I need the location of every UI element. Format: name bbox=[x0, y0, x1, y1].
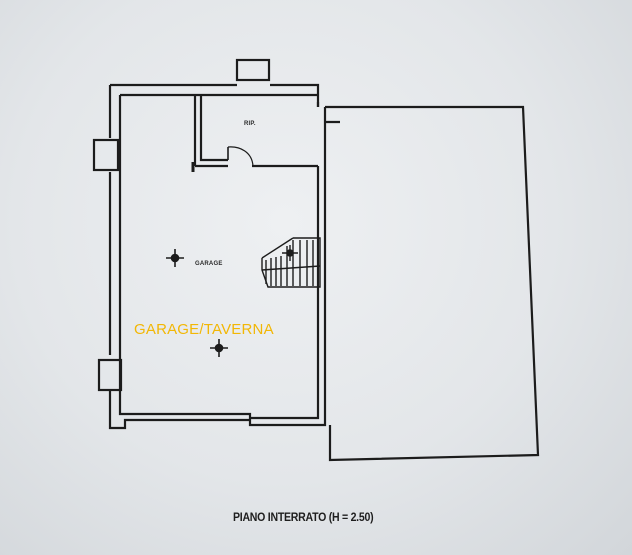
garage-room-label: GARAGE bbox=[195, 261, 223, 267]
staircase bbox=[261, 237, 321, 288]
main-outer-wall bbox=[108, 83, 327, 430]
storage-room-label: RIP. bbox=[244, 121, 256, 127]
storage-room-walls bbox=[193, 95, 318, 168]
main-inner-wall bbox=[118, 93, 320, 420]
pillar-left-lower bbox=[97, 358, 123, 392]
light-fixture-2 bbox=[210, 339, 228, 357]
floor-caption: PIANO INTERRATO (H = 2.50) bbox=[233, 510, 374, 524]
garage-taverna-overlay-label: GARAGE/TAVERNA bbox=[134, 321, 274, 338]
pillar-left-upper bbox=[92, 138, 120, 172]
annex-outline bbox=[325, 105, 540, 462]
storage-door-swing bbox=[227, 146, 254, 167]
pillar-top bbox=[235, 58, 271, 82]
light-fixture-3 bbox=[282, 245, 298, 261]
light-fixture-1 bbox=[166, 249, 184, 267]
